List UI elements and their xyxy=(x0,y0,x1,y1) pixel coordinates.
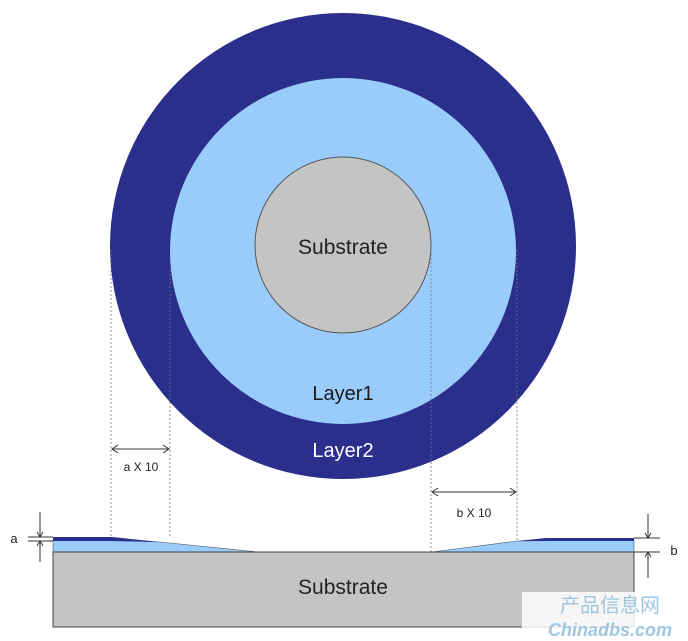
b-label: b xyxy=(670,543,677,558)
b-x10-label: b X 10 xyxy=(457,506,492,520)
a-x10-label: a X 10 xyxy=(124,460,159,474)
left-layer2 xyxy=(53,537,160,542)
layer2-label: Layer2 xyxy=(312,440,373,462)
projection-lines xyxy=(110,250,518,552)
a-x10-arrowhead-right xyxy=(162,444,170,454)
a-thickness-marker xyxy=(28,512,53,562)
a-upper-arrowhead xyxy=(36,531,44,538)
right-layer1 xyxy=(431,539,635,553)
top-view: Substrate Layer1 Layer2 xyxy=(110,13,576,479)
b-upper-arrowhead xyxy=(644,532,652,539)
right-layer2 xyxy=(517,538,634,541)
b-x10-dimension xyxy=(431,487,517,497)
b-lower-arrowhead xyxy=(644,551,652,558)
b-thickness-marker xyxy=(634,514,660,578)
b-x10-arrowhead-right xyxy=(509,487,517,497)
b-x10-arrowhead-left xyxy=(431,487,439,497)
a-x10-arrowhead-left xyxy=(111,444,119,454)
watermark-en-text: Chinadbs.com xyxy=(548,620,672,640)
layer1-label: Layer1 xyxy=(312,383,373,405)
a-x10-dimension xyxy=(111,444,170,454)
cross-substrate-label: Substrate xyxy=(298,576,388,599)
top-substrate-label: Substrate xyxy=(298,236,388,259)
watermark: 产品信息网 Chinadbs.com xyxy=(522,592,688,641)
watermark-cn-text: 产品信息网 xyxy=(560,594,660,617)
top-substrate-disc xyxy=(254,156,432,334)
a-lower-arrowhead xyxy=(36,540,44,547)
watermark-background xyxy=(522,592,688,641)
a-label: a xyxy=(10,531,18,546)
